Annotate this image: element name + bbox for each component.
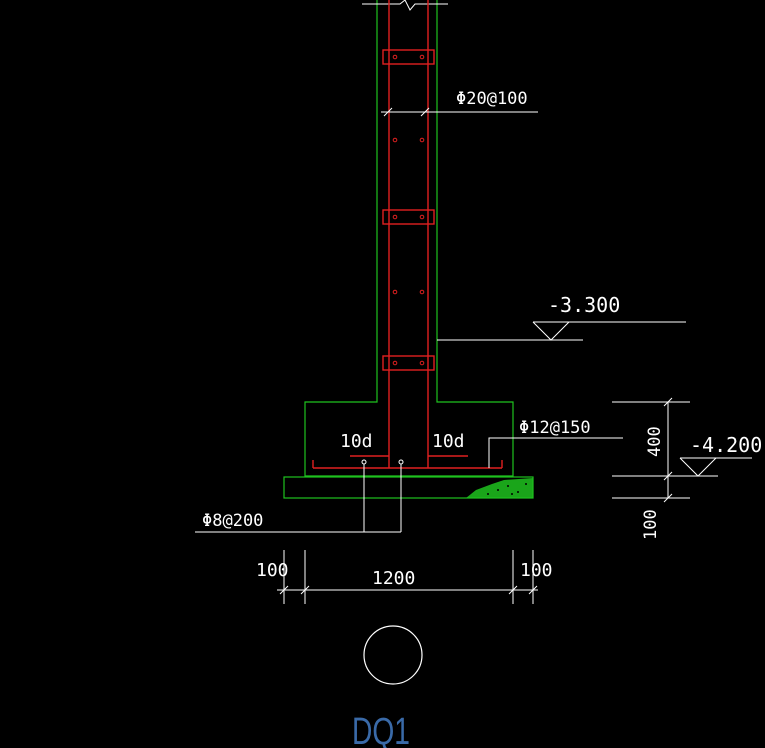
tie-bar [382,49,435,65]
annotation-leaders [195,107,752,604]
dim-left-label: 100 [256,560,289,581]
elev-top-label: -3.300 [548,293,620,317]
soil-hatch-dots [487,483,527,495]
elev-bottom-label: -4.200 [690,433,762,457]
dim-height-label: 400 [645,426,665,457]
elev-top-triangle [532,321,570,341]
dist-rebar-label: Φ8@200 [202,511,263,531]
soil-hatch [466,478,533,498]
wall-rebar-label: Φ20@100 [456,89,528,109]
dim-pad-label: 100 [641,509,661,540]
break-line [362,0,448,11]
rebar-dots [392,54,425,366]
tie-bar [382,209,435,225]
anchor-left-label: 10d [340,431,373,452]
elev-bottom-triangle [679,457,717,477]
section-circle [363,625,423,685]
dist-rebar-markers [361,459,404,465]
footing-rebar-label: Φ12@150 [519,418,591,438]
anchor-right-label: 10d [432,431,465,452]
wall-and-footing-outline [304,0,514,477]
dim-width-label: 1200 [372,568,415,589]
tie-bar [382,355,435,371]
concrete-outline [283,0,534,499]
dim-right-label: 100 [520,560,553,581]
rebar-group [312,0,503,469]
footing-rebar-leader [488,437,623,468]
drawing-title: DQ1 [352,711,410,748]
